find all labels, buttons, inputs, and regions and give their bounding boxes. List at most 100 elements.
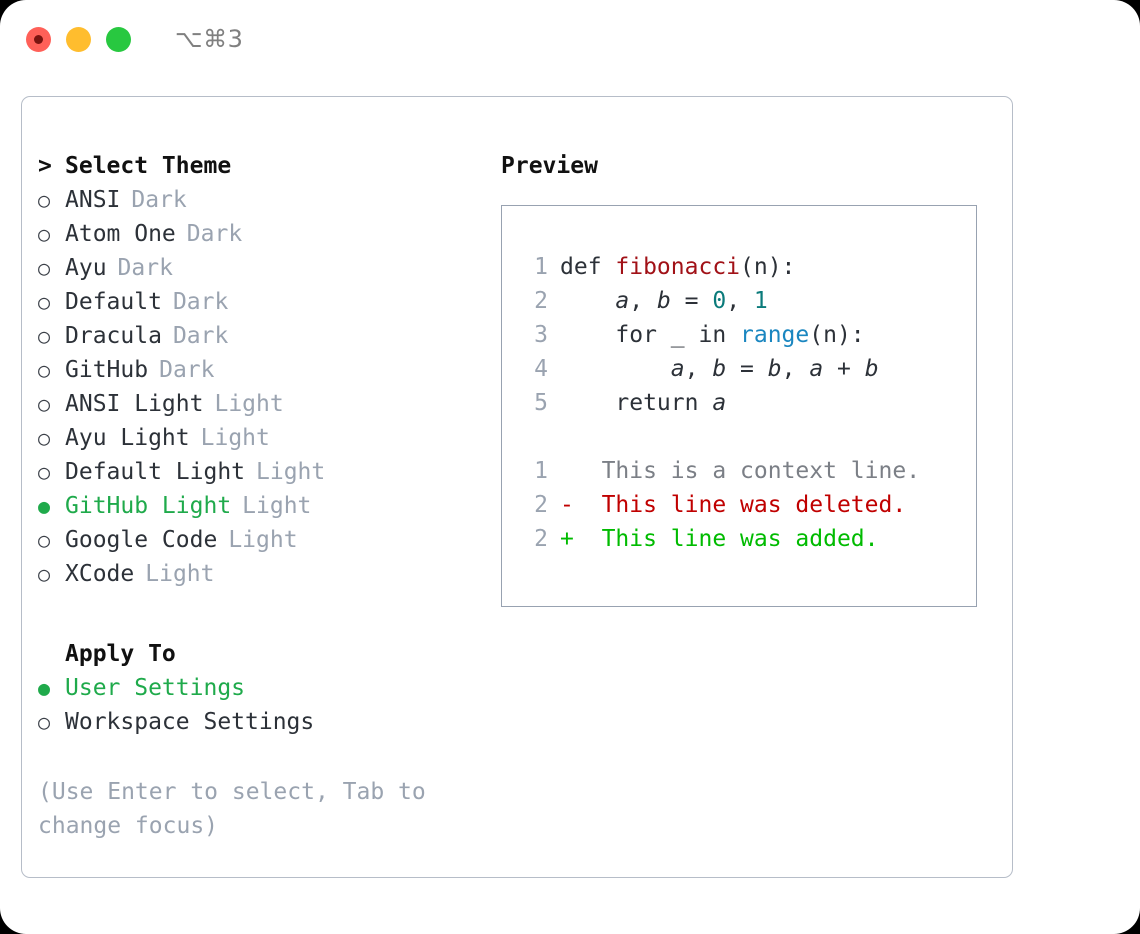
code-token <box>560 356 671 382</box>
code-token: , <box>629 288 657 314</box>
code-token: , <box>726 288 754 314</box>
code-token: 1 <box>753 288 768 314</box>
code-token: 0 <box>712 288 727 314</box>
keyboard-hint: (Use Enter to select, Tab to change focu… <box>38 779 426 839</box>
apply-to-item[interactable]: ○Workspace Settings <box>38 705 488 739</box>
spacer <box>574 458 602 484</box>
theme-name: GitHub <box>65 357 149 383</box>
theme-list-item[interactable]: ○ Atom One Dark <box>38 217 488 251</box>
radio-icon[interactable]: ○ <box>38 256 51 280</box>
theme-variant-tag: Dark <box>131 187 187 213</box>
radio-icon[interactable]: ○ <box>38 358 51 382</box>
theme-variant-tag: Dark <box>117 255 173 281</box>
code-token: a <box>712 390 727 416</box>
code-token: (n): <box>809 322 865 348</box>
radio-icon[interactable]: ○ <box>38 460 51 484</box>
theme-list-item[interactable]: ○ Google Code Light <box>38 523 488 557</box>
code-token: , <box>781 356 810 382</box>
radio-icon[interactable]: ○ <box>38 426 51 450</box>
diff-line: 2+ This line was added. <box>522 522 976 556</box>
line-number: 1 <box>534 254 548 280</box>
apply-to-item[interactable]: ● User Settings <box>38 671 488 705</box>
spacer <box>38 591 488 637</box>
code-token: b <box>864 356 879 382</box>
radio-selected-icon[interactable]: ● <box>38 676 51 700</box>
theme-list-item[interactable]: ○ Ayu Light Light <box>38 421 488 455</box>
code-token: def <box>560 254 616 280</box>
diff-sign: - <box>560 492 574 518</box>
radio-icon[interactable]: ○ <box>38 392 51 416</box>
code-line: 1 def fibonacci(n): <box>522 250 976 284</box>
theme-list-item[interactable]: ○ GitHub Dark <box>38 353 488 387</box>
line-number: 3 <box>534 322 548 348</box>
maximize-button[interactable] <box>106 26 131 52</box>
code-token: + <box>823 356 865 382</box>
code-token: for _ in <box>560 322 741 348</box>
theme-name: Google Code <box>65 527 218 553</box>
code-token: a <box>615 288 630 314</box>
window-title: ⌥⌘3 <box>175 25 244 53</box>
theme-list-item[interactable]: ○ ANSI Dark <box>38 183 488 217</box>
diff-sample: 1 This is a context line.2- This line wa… <box>522 454 976 556</box>
diff-line: 1 This is a context line. <box>522 454 976 488</box>
line-number: 2 <box>534 526 548 552</box>
theme-name: ANSI <box>65 187 121 213</box>
theme-variant-tag: Dark <box>159 357 215 383</box>
apply-to-list: ● User Settings ○Workspace Settings <box>38 671 488 739</box>
radio-icon[interactable]: ○ <box>38 562 51 586</box>
code-token: a <box>670 356 685 382</box>
apply-to-label: User Settings <box>65 675 246 701</box>
theme-variant-tag: Dark <box>172 323 229 349</box>
theme-variant-tag: Light <box>256 459 326 485</box>
close-button[interactable] <box>26 26 51 52</box>
diff-text: This is a context line. <box>601 458 921 484</box>
theme-variant-tag: Dark <box>186 221 243 247</box>
diff-text: This line was deleted. <box>601 492 907 518</box>
diff-sign: + <box>560 526 574 552</box>
code-line: 5 return a <box>522 386 976 420</box>
code-token: (n): <box>740 254 796 280</box>
code-token: = <box>670 288 713 314</box>
radio-icon[interactable]: ○ <box>38 188 51 212</box>
theme-variant-tag: Light <box>200 425 270 451</box>
theme-name: Default Light <box>65 459 246 485</box>
theme-name: Atom One <box>65 221 176 247</box>
code-token: , <box>684 356 713 382</box>
line-number: 2 <box>534 288 548 314</box>
diff-line: 2- This line was deleted. <box>522 488 976 522</box>
line-number: 1 <box>534 458 548 484</box>
preview-title: Preview <box>501 153 598 179</box>
theme-variant-tag: Light <box>214 391 284 417</box>
theme-name: Ayu Light <box>65 425 190 451</box>
theme-variant-tag: Light <box>228 527 298 553</box>
code-token: range <box>740 322 810 348</box>
radio-icon[interactable]: ○ <box>38 528 51 552</box>
code-token: a <box>809 356 824 382</box>
theme-name: GitHub Light <box>65 493 232 519</box>
radio-icon[interactable]: ○ <box>38 290 51 314</box>
theme-list-item[interactable]: ○ Default Light Light <box>38 455 488 489</box>
radio-icon[interactable]: ○ <box>38 324 51 348</box>
theme-name: Default <box>65 289 162 315</box>
apply-to-title: Apply To <box>65 641 176 667</box>
line-number: 4 <box>534 356 548 382</box>
code-line: 4 a, b = b, a + b <box>522 352 976 386</box>
radio-selected-icon[interactable]: ● <box>38 494 51 518</box>
radio-icon[interactable]: ○ <box>38 710 51 734</box>
radio-icon[interactable]: ○ <box>38 222 51 246</box>
code-token: fibonacci <box>615 254 741 280</box>
code-token: b <box>712 356 727 382</box>
minimize-button[interactable] <box>66 26 91 52</box>
title-bar: ⌥⌘3 <box>0 0 1140 78</box>
